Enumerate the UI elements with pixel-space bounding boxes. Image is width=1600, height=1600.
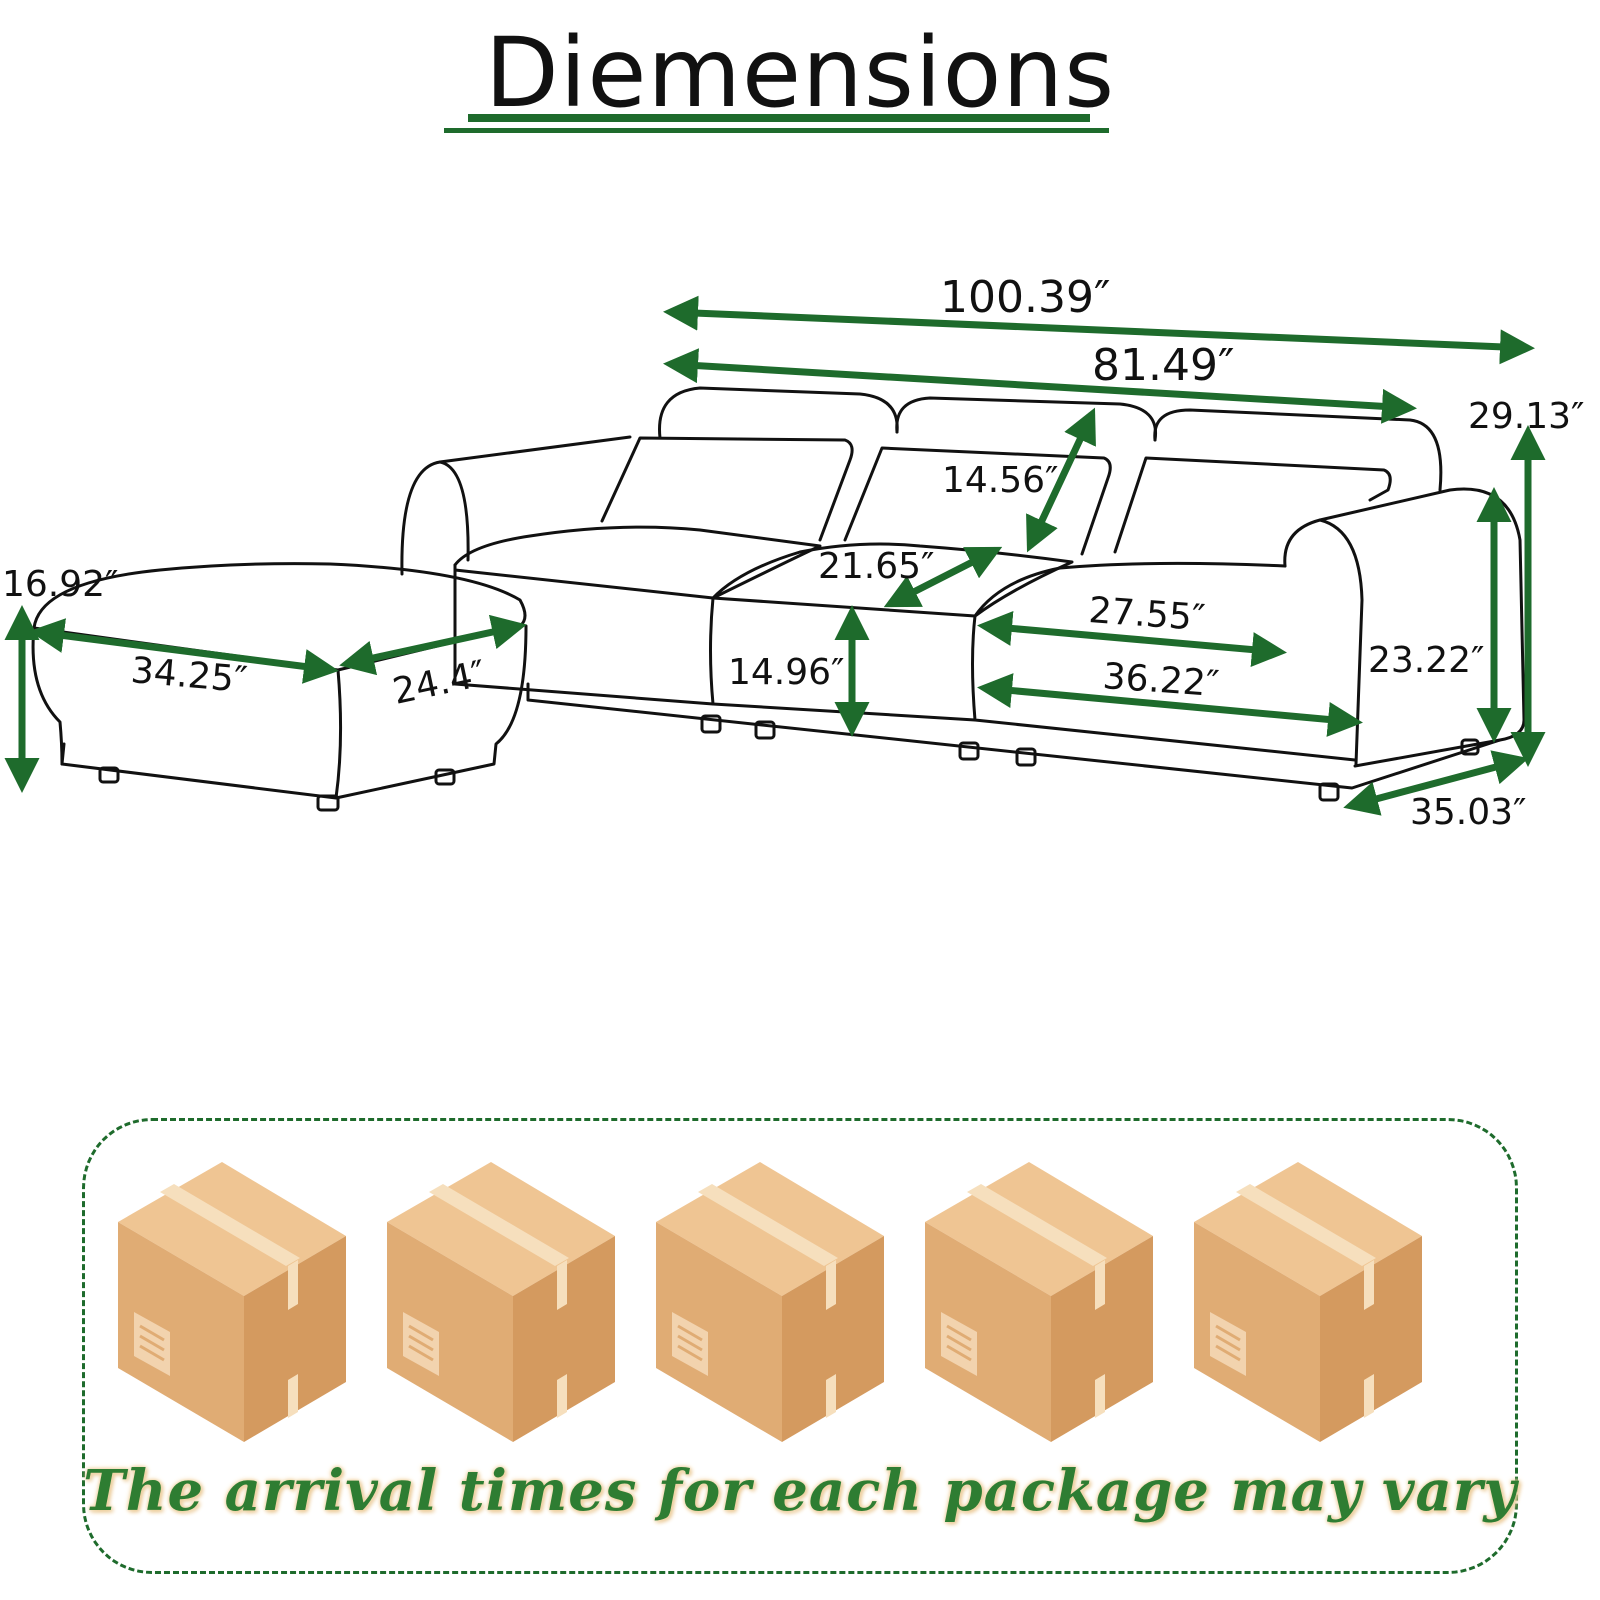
- box-right-face: [1051, 1236, 1153, 1442]
- box-label-line: [1215, 1334, 1241, 1352]
- arrow-ottoman-length: [29, 618, 339, 684]
- box-tape-end: [557, 1260, 567, 1310]
- arrival-note: The arrival times for each package may v…: [83, 1458, 1517, 1524]
- box-tape-end: [826, 1260, 836, 1310]
- package-box: [925, 1162, 1153, 1442]
- box-left-face: [387, 1222, 513, 1442]
- label-ottoman-height: 16.92″: [2, 564, 119, 605]
- box-label-line: [677, 1334, 703, 1352]
- pillow-right: [1113, 456, 1392, 554]
- box-right-face: [1320, 1236, 1422, 1442]
- package-box: [387, 1162, 615, 1442]
- box-label-line: [408, 1334, 434, 1352]
- box-tape: [429, 1184, 569, 1266]
- box-label-line: [139, 1334, 165, 1352]
- back-cushion-left: [658, 386, 899, 440]
- box-tape-end: [288, 1374, 298, 1418]
- box-left-face: [656, 1222, 782, 1442]
- box-label-line: [408, 1324, 434, 1342]
- page-title: Diemensions: [484, 17, 1116, 129]
- box-tape-end: [1364, 1374, 1374, 1418]
- box-label-line: [408, 1344, 434, 1362]
- box-label-line: [1215, 1344, 1241, 1362]
- box-label-line: [139, 1324, 165, 1342]
- box-label-line: [677, 1324, 703, 1342]
- box-right-face: [244, 1236, 346, 1442]
- package-boxes: [118, 1162, 1422, 1442]
- right-arm: [1283, 487, 1526, 768]
- sofa-outline: [400, 386, 1526, 802]
- arrow-ottoman-width: [339, 614, 527, 676]
- box-right-face: [513, 1236, 615, 1442]
- seat-cushion-middle: [711, 542, 1074, 618]
- box-left-face: [925, 1222, 1051, 1442]
- box-tape: [698, 1184, 838, 1266]
- label-seat-width-total: 81.49″: [1092, 340, 1234, 391]
- back-cushion-middle: [895, 396, 1158, 442]
- label-overall-depth: 35.03″: [1410, 792, 1527, 833]
- box-tape-end: [288, 1260, 298, 1310]
- arrow-backrest-height: [1026, 407, 1096, 553]
- label-overall-height: 29.13″: [1468, 396, 1585, 437]
- packages-panel: [82, 1118, 1518, 1574]
- box-label-line: [1215, 1324, 1241, 1342]
- box-tape: [1236, 1184, 1376, 1266]
- box-tape: [967, 1184, 1107, 1266]
- label-arm-seat-width: 27.55″: [1087, 590, 1206, 639]
- arrow-overall-depth: [1343, 750, 1529, 816]
- arrow-arm-seat-width: [977, 611, 1287, 667]
- box-tape-end: [1095, 1374, 1105, 1418]
- package-box: [1194, 1162, 1422, 1442]
- dimension-arrows: [4, 295, 1546, 816]
- box-label-line: [677, 1344, 703, 1362]
- label-arm-section-width: 36.22″: [1101, 656, 1220, 705]
- arrow-seat-width-total: [663, 348, 1417, 424]
- arrow-seat-depth: [883, 546, 1003, 608]
- box-label-line: [946, 1324, 972, 1342]
- label-arm-height: 23.22″: [1368, 640, 1485, 681]
- box-label-line: [946, 1344, 972, 1362]
- box-label-line: [139, 1344, 165, 1362]
- package-box: [656, 1162, 884, 1442]
- seat-cushion-left: [453, 525, 822, 600]
- box-left-face: [118, 1222, 244, 1442]
- pillow-middle: [843, 446, 1112, 556]
- label-overall-width: 100.39″: [940, 272, 1110, 323]
- label-backrest-height: 14.56″: [942, 460, 1059, 501]
- box-tape: [160, 1184, 300, 1266]
- label-ottoman-length: 34.25″: [129, 650, 249, 701]
- box-tape-end: [1364, 1260, 1374, 1310]
- box-right-face: [782, 1236, 884, 1442]
- box-left-face: [1194, 1222, 1320, 1442]
- arrow-overall-width: [663, 295, 1535, 365]
- title-underline: [468, 114, 1090, 122]
- label-seat-depth: 21.65″: [818, 546, 935, 587]
- title-underline-secondary: [444, 128, 1109, 133]
- arrow-arm-section-width: [977, 673, 1363, 737]
- left-arm: [400, 435, 632, 576]
- box-tape-end: [826, 1374, 836, 1418]
- label-ottoman-width: 24.4″: [389, 653, 489, 713]
- label-seat-height: 14.96″: [728, 652, 845, 693]
- box-label-line: [946, 1334, 972, 1352]
- pillow-left: [600, 436, 854, 542]
- back-cushion-right: [1153, 408, 1443, 492]
- package-box: [118, 1162, 346, 1442]
- box-tape-end: [557, 1374, 567, 1418]
- box-tape-end: [1095, 1260, 1105, 1310]
